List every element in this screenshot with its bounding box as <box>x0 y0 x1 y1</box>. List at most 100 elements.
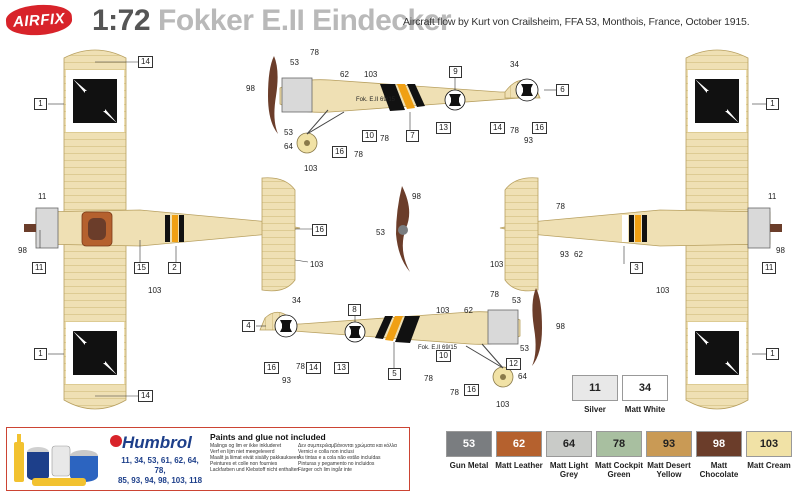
callout-16: 16 <box>332 146 347 158</box>
callout-6: 6 <box>556 84 569 96</box>
paint-ref-53: 53 <box>290 58 299 67</box>
paint-name-93: Matt Desert Yellow <box>647 461 691 479</box>
paint-ref-98: 98 <box>556 322 565 331</box>
callout-9: 9 <box>449 66 462 78</box>
paint-ref-11: 11 <box>38 192 47 201</box>
propeller-side-right <box>532 288 542 366</box>
callout-3: 3 <box>630 262 643 274</box>
paint-ref-98: 98 <box>18 246 27 255</box>
engine-side-left <box>281 77 313 113</box>
paint-swatch-64: 64 <box>546 431 592 457</box>
paint-ref-98: 98 <box>246 84 255 93</box>
side-view-left <box>268 56 541 154</box>
paint-ref-53: 53 <box>376 228 385 237</box>
humbrol-logo-icon <box>110 435 122 447</box>
paint-name-64: Matt Light Grey <box>549 461 589 479</box>
paint-name-98: Matt Chocolate <box>699 461 739 479</box>
top-view <box>24 49 301 410</box>
callout-8: 8 <box>348 304 361 316</box>
callout-4: 4 <box>242 320 255 332</box>
paint-tins-illustration <box>14 434 98 486</box>
callout-12: 12 <box>506 358 521 370</box>
engine-side-right <box>487 309 519 345</box>
subtitle: Aircraft flow by Kurt von Crailsheim, FF… <box>403 16 750 28</box>
paint-ref-53: 53 <box>284 128 293 137</box>
paint-ref-78: 78 <box>296 362 305 371</box>
paint-ref-98: 98 <box>412 192 421 201</box>
callout-2: 2 <box>168 262 181 274</box>
paint-ref-103: 103 <box>364 70 378 79</box>
paint-ref-103: 103 <box>490 260 504 269</box>
callout-16: 16 <box>464 384 479 396</box>
paint-ref-34: 34 <box>510 60 519 69</box>
callout-1: 1 <box>766 348 779 360</box>
propeller-side-left <box>268 56 278 134</box>
paint-name-34: Matt White <box>624 405 666 414</box>
paint-ref-103: 103 <box>148 286 162 295</box>
callout-1: 1 <box>766 98 779 110</box>
callout-13: 13 <box>334 362 349 374</box>
paint-ref-34: 34 <box>292 296 301 305</box>
paint-name-53: Gun Metal <box>449 461 489 470</box>
leader-lines <box>39 61 768 397</box>
callout-16: 16 <box>532 122 547 134</box>
paint-ref-93: 93 <box>524 136 533 145</box>
paint-ref-53: 53 <box>512 296 521 305</box>
engine-top <box>35 207 59 249</box>
callout-13: 13 <box>436 122 451 134</box>
side-view-right <box>259 288 542 388</box>
tailplane-top <box>261 177 296 292</box>
paint-ref-64: 64 <box>284 142 293 151</box>
paint-name-103: Matt Cream <box>747 461 791 470</box>
serial-marking: Fok. E.II 69/15 <box>418 345 458 351</box>
humbrol-logo: Humbrol <box>122 433 192 452</box>
paint-name-62: Matt Leather <box>495 461 543 470</box>
bottom-view <box>499 49 782 410</box>
paint-swatch-53: 53 <box>446 431 492 457</box>
paint-name-11: Silver <box>584 405 606 414</box>
paint-ref-78: 78 <box>510 126 519 135</box>
serial-marking: Fok. E.II 69/15 <box>356 97 396 103</box>
paint-ref-103: 103 <box>304 164 318 173</box>
callout-10: 10 <box>362 130 377 142</box>
paint-ref-78: 78 <box>424 374 433 383</box>
paint-ref-53: 53 <box>520 344 529 353</box>
paint-swatch-34: 34 <box>622 375 668 401</box>
paint-ref-11: 11 <box>768 192 777 201</box>
callout-1: 1 <box>34 348 47 360</box>
paint-ref-78: 78 <box>310 48 319 57</box>
paints-not-included-translations: Δεν συμπεριλαμβάνονται χρώματα και κόλλα… <box>298 443 397 473</box>
paint-ref-64: 64 <box>518 372 527 381</box>
callout-16: 16 <box>312 224 327 236</box>
paint-ref-78: 78 <box>354 150 363 159</box>
paint-name-78: Matt Cockpit Green <box>595 461 643 479</box>
paint-swatch-78: 78 <box>596 431 642 457</box>
paint-ref-78: 78 <box>556 202 565 211</box>
paint-ref-93: 93 <box>282 376 291 385</box>
paint-ref-78: 78 <box>380 134 389 143</box>
callout-14: 14 <box>138 390 153 402</box>
paint-ref-62: 62 <box>464 306 473 315</box>
paint-swatch-11: 11 <box>572 375 618 401</box>
callout-1: 1 <box>34 98 47 110</box>
callout-16: 16 <box>264 362 279 374</box>
paint-swatch-103: 103 <box>746 431 792 457</box>
paint-ref-103: 103 <box>496 400 510 409</box>
paints-not-included-title: Paints and glue not included <box>210 432 326 442</box>
engine-bottom <box>747 207 771 249</box>
paints-not-included-translations: Malings og lim er ikke inkluderet Verf e… <box>210 443 300 473</box>
tailplane-bottom <box>504 177 539 292</box>
callout-14: 14 <box>138 56 153 68</box>
callout-5: 5 <box>388 368 401 380</box>
paint-ref-103: 103 <box>656 286 670 295</box>
callout-15: 15 <box>134 262 149 274</box>
paint-ref-98: 98 <box>776 246 785 255</box>
callout-14: 14 <box>490 122 505 134</box>
callout-11: 11 <box>32 262 47 274</box>
paint-ref-103: 103 <box>436 306 450 315</box>
paint-ref-78: 78 <box>490 290 499 299</box>
paint-ref-62: 62 <box>574 250 583 259</box>
callout-14: 14 <box>306 362 321 374</box>
